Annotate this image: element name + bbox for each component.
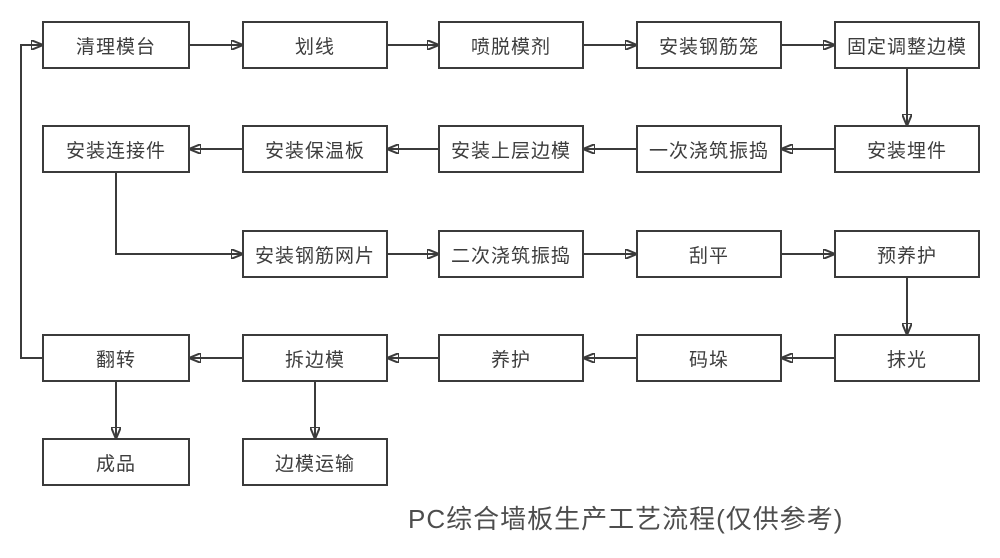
node-install-rebar-cage: 安装钢筋笼 (636, 21, 782, 69)
node-first-pour-vibrate: 一次浇筑振捣 (636, 125, 782, 173)
node-stacking: 码垛 (636, 334, 782, 382)
node-side-mold-transport: 边模运输 (242, 438, 388, 486)
node-clean-mold-table: 清理模台 (42, 21, 190, 69)
node-flip: 翻转 (42, 334, 190, 382)
node-curing: 养护 (438, 334, 584, 382)
node-trowel-finish: 抹光 (834, 334, 980, 382)
node-screed: 刮平 (636, 230, 782, 278)
node-fix-adjust-side-mold: 固定调整边模 (834, 21, 980, 69)
node-remove-side-mold: 拆边模 (242, 334, 388, 382)
node-pre-curing: 预养护 (834, 230, 980, 278)
node-marking: 划线 (242, 21, 388, 69)
node-second-pour-vibrate: 二次浇筑振捣 (438, 230, 584, 278)
connector-connectors-to-mesh (115, 173, 242, 254)
node-install-insulation-board: 安装保温板 (242, 125, 388, 173)
connector-flip-to-clean-feedback (20, 45, 42, 359)
node-install-upper-side-mold: 安装上层边模 (438, 125, 584, 173)
node-finished-product: 成品 (42, 438, 190, 486)
node-spray-release-agent: 喷脱模剂 (438, 21, 584, 69)
diagram-title: PC综合墙板生产工艺流程(仅供参考) (408, 504, 844, 534)
node-install-rebar-mesh: 安装钢筋网片 (242, 230, 388, 278)
node-install-embedded-parts: 安装埋件 (834, 125, 980, 173)
node-install-connectors: 安装连接件 (42, 125, 190, 173)
